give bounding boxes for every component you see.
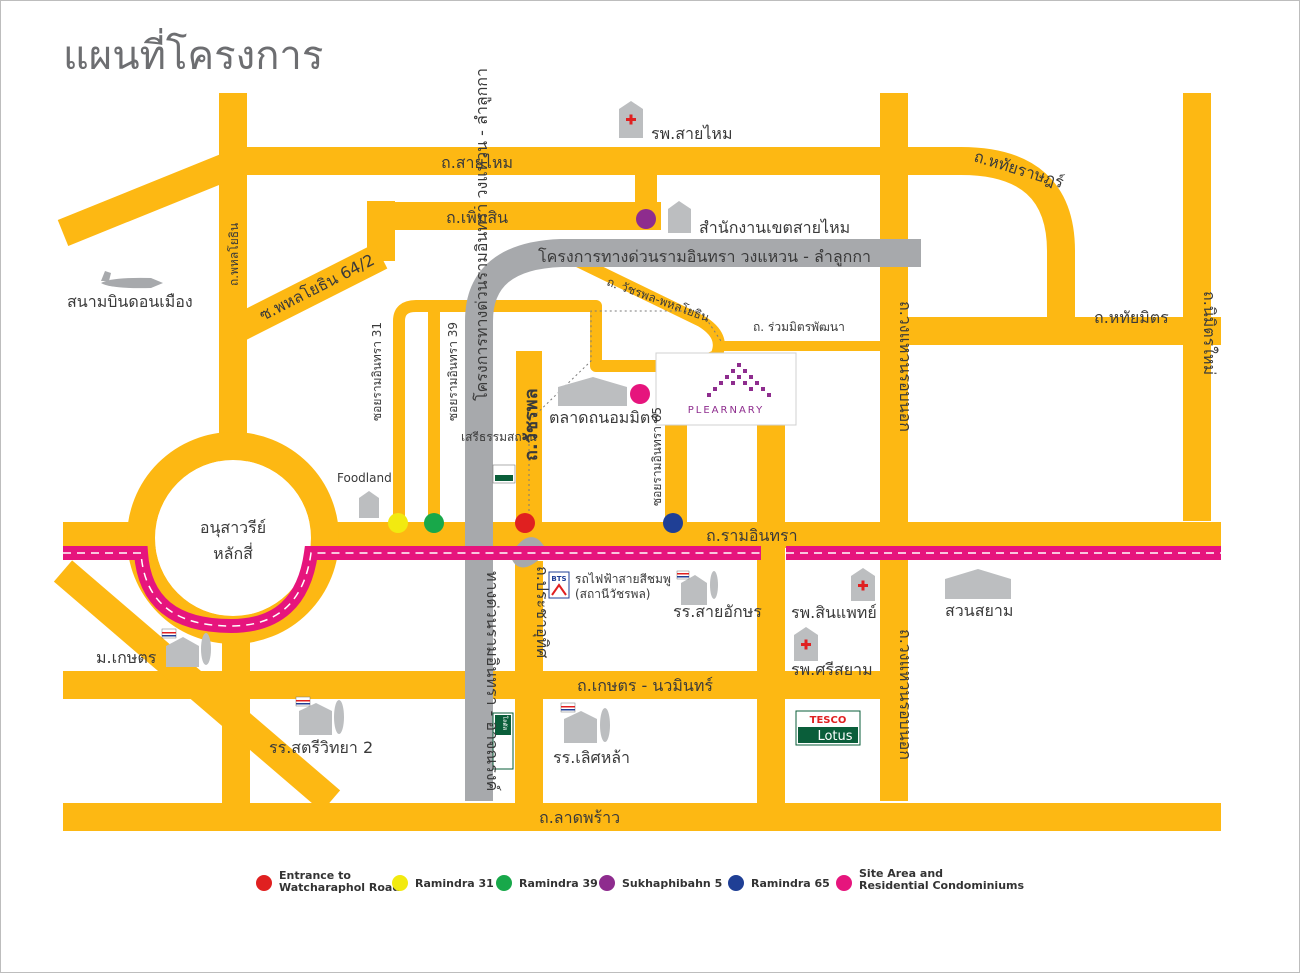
label-sai-mai-hospital: รพ.สายไหม xyxy=(651,124,733,143)
label-district-office: สำนักงานเขตสายไหม xyxy=(699,218,850,237)
sai-akson-school-icon xyxy=(676,570,718,605)
sin-phaet-hospital-icon xyxy=(851,568,875,601)
label-outer-ring-lower: ถ.วงแหวนรอบนอก xyxy=(896,629,915,760)
small-tesco-sign-icon xyxy=(492,464,516,484)
label-expressway-vertical: โครงการทางด่วนรามอินทรา วงแหวน - ลำลูกกา xyxy=(472,68,492,401)
label-soi-phahon-64-2: ซ.พหลโยธิน 64/2 xyxy=(256,250,377,324)
label-hathai-mit: ถ.หทัยมิตร xyxy=(1094,308,1169,327)
pink-rail-line xyxy=(63,546,1221,634)
label-soi-ramindra-31: ซอยรามอินทรา 31 xyxy=(370,322,384,421)
expressway-ramindra-ring xyxy=(465,239,921,801)
label-tesco-brand: TESCO xyxy=(810,715,847,726)
label-tanon-mit-market: ตลาดถนอมมิตร xyxy=(549,408,659,427)
legend-item-ramindra39: Ramindra 39 xyxy=(496,875,598,891)
svg-text:Ramindra 39: Ramindra 39 xyxy=(519,877,598,890)
legend-item-sukhaphibahn5: Sukhaphibahn 5 xyxy=(599,875,722,891)
legend: Entrance to Watcharaphol Road Ramindra 3… xyxy=(256,867,1024,894)
label-soi-ramindra-39: ซอยรามอินทรา 39 xyxy=(446,322,460,421)
label-sai-akson-school: รร.สายอักษร xyxy=(673,602,762,621)
label-ramindra: ถ.รามอินทรา xyxy=(706,526,798,545)
label-nimit-mai: ถ.นิมิตรใหม่ xyxy=(1200,291,1219,375)
label-suan-siam: สวนสยาม xyxy=(945,601,1013,620)
marker-ramindra31 xyxy=(388,513,408,533)
label-lotus-brand: Lotus xyxy=(817,729,852,744)
access-route xyxy=(528,310,722,521)
label-sin-phaet: รพ.สินแพทย์ xyxy=(791,603,877,622)
svg-text:Residential Condominiums: Residential Condominiums xyxy=(859,879,1024,892)
label-kasetsart: ม.เกษตร xyxy=(96,648,157,667)
label-outer-ring-upper: ถ.วงแหวนรอบนอก xyxy=(896,301,915,432)
location-markers xyxy=(388,209,683,533)
label-loet-la: รร.เลิศหล้า xyxy=(553,748,630,767)
svg-text:Watcharaphol Road: Watcharaphol Road xyxy=(279,881,400,894)
loet-la-school-icon xyxy=(560,702,610,743)
market-building-icon xyxy=(558,377,627,406)
legend-item-ramindra65: Ramindra 65 xyxy=(728,875,830,891)
label-watcharaphol-phahon: ถ. วัชรพล-พหลโยธิน xyxy=(605,275,711,325)
foodland-building-icon xyxy=(359,491,379,518)
label-tesco-small: โลตัส xyxy=(501,716,509,731)
landmarks xyxy=(101,101,1011,770)
tesco-lotus-vertical-icon xyxy=(492,712,514,770)
si-sayam-hospital-icon xyxy=(794,627,818,661)
marker-ramindra39 xyxy=(424,513,444,533)
label-satri-witthaya: รร.สตรีวิทยา 2 xyxy=(269,738,373,757)
project-site-box: PLEARNARY xyxy=(655,352,797,426)
label-prachauthit: ถ.ประชาอุทิศ xyxy=(532,566,552,658)
svg-text:Site Area and: Site Area and xyxy=(859,867,943,880)
rail-track-dash xyxy=(63,552,1221,627)
label-watcharaphol: ถ.วัชรพล xyxy=(521,388,542,461)
label-expressway-ring: โครงการทางด่วนรามอินทรา วงแหวน - ลำลูกกา xyxy=(538,247,871,267)
marker-site xyxy=(630,384,650,404)
plearnary-logo-text: PLEARNARY xyxy=(688,405,764,416)
label-foodland: Foodland xyxy=(337,471,392,485)
label-ruam-mit: ถ. ร่วมมิตรพัฒนา xyxy=(753,320,845,334)
label-don-mueang: สนามบินดอนเมือง xyxy=(67,292,193,311)
soi-ramindra-31 xyxy=(393,300,661,521)
hospital-icon xyxy=(619,101,643,138)
legend-item-ramindra31: Ramindra 31 xyxy=(392,875,494,891)
satri-witthaya-school-icon xyxy=(295,696,344,735)
label-phahon-yothin: ถ.พหลโยธิน xyxy=(227,223,241,286)
marker-entrance xyxy=(515,513,535,533)
svg-text:Entrance to: Entrance to xyxy=(279,869,351,882)
plearnary-logo-icon xyxy=(707,363,771,397)
svg-text:Sukhaphibahn 5: Sukhaphibahn 5 xyxy=(622,877,722,890)
label-lat-phrao: ถ.ลาดพร้าว xyxy=(539,808,620,827)
legend-item-site: Site Area and Residential Condominiums xyxy=(836,867,1024,892)
tesco-lotus-logo xyxy=(795,710,861,746)
label-sai-mai-road: ถ.สายไหม xyxy=(441,153,513,172)
marker-sukhaphibahn5 xyxy=(636,209,656,229)
road-soi-phahon-64-2 xyxy=(226,243,388,344)
label-bts-badge: BTS xyxy=(551,575,566,583)
label-monument-1: อนุสาวรีย์ xyxy=(200,518,266,538)
kasetsart-university-icon xyxy=(161,628,211,667)
airplane-icon xyxy=(101,271,163,289)
label-expressway-at-narong: ทางด่วนรามอินทรา - อาจณรงค์ xyxy=(483,571,502,791)
label-pink-line-1: รถไฟฟ้าสายสีชมพู xyxy=(575,572,671,587)
legend-item-entrance: Entrance to Watcharaphol Road xyxy=(256,869,400,894)
svg-text:Ramindra 31: Ramindra 31 xyxy=(415,877,494,890)
label-kaset-nawamin: ถ.เกษตร - นวมินทร์ xyxy=(577,676,713,695)
road-hathai-rat xyxy=(960,147,1075,331)
label-soi-ramindra-65: ซอยรามอินทรา 65 xyxy=(650,407,664,506)
label-monument-2: หลักสี่ xyxy=(213,542,253,563)
marker-ramindra65 xyxy=(663,513,683,533)
road-diagonal-sw xyxy=(53,560,341,812)
road-sai-mai xyxy=(57,148,247,246)
svg-text:Ramindra 65: Ramindra 65 xyxy=(751,877,830,890)
label-sriwararam: เสรีธรรมสถาน xyxy=(461,430,537,444)
bts-logo-icon xyxy=(548,571,570,599)
label-si-sayam: รพ.ศรีสยาม xyxy=(791,660,873,679)
label-phoem-sin: ถ.เพิ่มสิน xyxy=(446,206,508,227)
map-title: แผนที่โครงการ xyxy=(63,28,323,79)
government-building-icon xyxy=(668,201,691,233)
suan-siam-icon xyxy=(945,569,1011,599)
label-pink-line-2: (สถานีวัชรพล) xyxy=(575,587,651,601)
